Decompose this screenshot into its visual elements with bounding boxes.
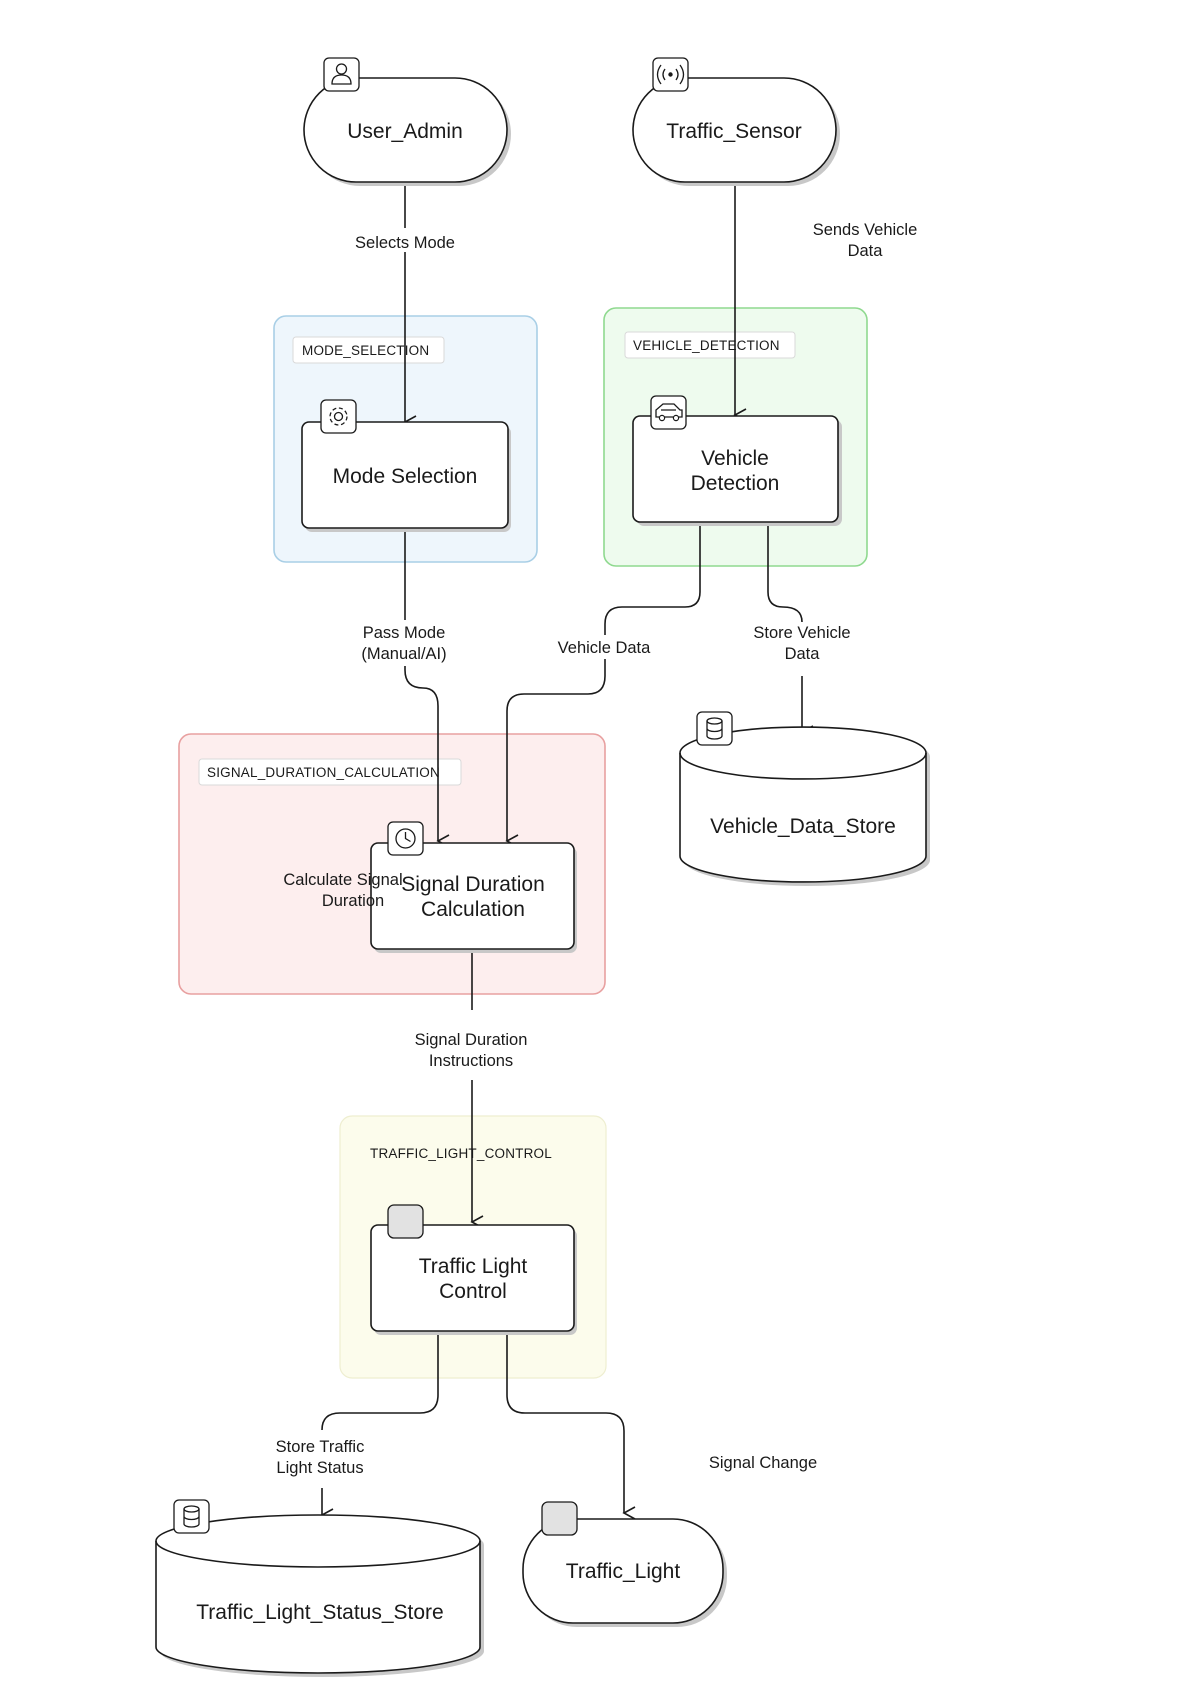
vehicle-detection-label-line2: Detection bbox=[691, 472, 780, 495]
group-tag-mode-selection: MODE_SELECTION bbox=[302, 343, 429, 358]
car-icon bbox=[650, 395, 687, 430]
traffic-light-node[interactable] bbox=[522, 1518, 724, 1624]
group-tag-box bbox=[624, 331, 796, 359]
user-admin-label: User_Admin bbox=[347, 120, 463, 143]
process-mode-selection[interactable]: Mode Selection bbox=[301, 399, 511, 532]
actor-user-admin[interactable]: User_Admin bbox=[303, 57, 511, 186]
signal-duration-label-line1: Signal Duration bbox=[401, 873, 545, 896]
group-tag-vehicle-detection: VEHICLE_DETECTION bbox=[633, 338, 780, 353]
group-tag-box bbox=[198, 758, 462, 786]
sensor-signal-icon bbox=[652, 57, 689, 92]
edge-label-store-traffic-light-status-line2: Light Status bbox=[276, 1459, 363, 1477]
edge-labels: Selects Mode Sends Vehicle Data Pass Mod… bbox=[262, 221, 917, 1480]
label-bg bbox=[400, 1027, 545, 1073]
traffic-light-control-label-line1: Traffic Light bbox=[419, 1255, 528, 1278]
blank-icon bbox=[541, 1501, 578, 1536]
blank-icon bbox=[387, 1204, 424, 1239]
user-icon bbox=[323, 57, 360, 92]
database-icon bbox=[173, 1499, 210, 1534]
signal-duration-label-line2: Calculation bbox=[421, 898, 525, 921]
process-vehicle-detection[interactable]: Vehicle Detection bbox=[632, 395, 842, 526]
vehicle-detection-node[interactable] bbox=[632, 415, 839, 523]
traffic-light-status-store-label: Traffic_Light_Status_Store bbox=[196, 1601, 443, 1624]
edge-pass-mode bbox=[404, 530, 450, 848]
edge-label-store-vehicle-data-line1: Store Vehicle bbox=[753, 624, 850, 642]
group-tag-traffic-light-control: TRAFFIC_LIGHT_CONTROL bbox=[370, 1146, 552, 1161]
edge-label-sends-vehicle-data-line2: Data bbox=[848, 242, 884, 260]
vehicle-data-store-node[interactable] bbox=[679, 726, 927, 883]
vehicle-detection-label-line1: Vehicle bbox=[701, 447, 769, 470]
traffic-light-control-node[interactable] bbox=[370, 1224, 575, 1332]
database-icon bbox=[696, 711, 733, 746]
mode-selection-node[interactable] bbox=[301, 421, 509, 529]
signal-duration-calculation-node[interactable] bbox=[370, 842, 575, 950]
traffic-sensor-node[interactable] bbox=[632, 77, 837, 183]
mode-selection-label: Mode Selection bbox=[333, 465, 478, 488]
cylinder-rim bbox=[679, 752, 927, 780]
edge-label-store-vehicle-data-line2: Data bbox=[785, 645, 821, 663]
edge-store-vehicle-data bbox=[767, 522, 803, 623]
cylinder-rim bbox=[155, 1540, 481, 1568]
traffic-light-control-label-line2: Control bbox=[439, 1280, 507, 1303]
edge-label-selects-mode: Selects Mode bbox=[355, 234, 455, 252]
edge-label-signal-duration-instructions-line2: Instructions bbox=[429, 1052, 513, 1070]
store-vehicle-data-store[interactable]: Vehicle_Data_Store bbox=[679, 711, 930, 886]
actor-traffic-light[interactable]: Traffic_Light bbox=[522, 1501, 727, 1627]
actor-traffic-sensor[interactable]: Traffic_Sensor bbox=[632, 57, 840, 186]
edge-label-sends-vehicle-data-line1: Sends Vehicle bbox=[813, 221, 918, 239]
edge-label-calculate-signal-duration-line1: Calculate Signal bbox=[283, 871, 402, 889]
edge-label-store-traffic-light-status-line1: Store Traffic bbox=[276, 1438, 365, 1456]
process-traffic-light-control[interactable]: Traffic Light Control bbox=[370, 1204, 577, 1335]
edge-label-pass-mode-line1: Pass Mode bbox=[363, 624, 446, 642]
edge-label-calculate-signal-duration-line2: Duration bbox=[322, 892, 384, 910]
label-bg bbox=[350, 620, 460, 666]
edge-label-vehicle-data: Vehicle Data bbox=[558, 639, 651, 657]
edge-label-pass-mode-line2: (Manual/AI) bbox=[361, 645, 446, 663]
clock-icon bbox=[387, 821, 424, 856]
edge-store-traffic-light-status bbox=[321, 1330, 439, 1431]
traffic-sensor-label: Traffic_Sensor bbox=[666, 120, 801, 143]
group-tag-box bbox=[292, 336, 445, 364]
edge-label-signal-duration-instructions-line1: Signal Duration bbox=[415, 1031, 528, 1049]
edge-label-signal-change: Signal Change bbox=[709, 1454, 817, 1472]
label-bg bbox=[340, 228, 470, 252]
gear-icon bbox=[320, 399, 357, 434]
user-admin-node[interactable] bbox=[303, 77, 508, 183]
edge-signal-change bbox=[506, 1330, 636, 1520]
label-bg bbox=[547, 635, 662, 659]
store-traffic-light-status-store[interactable]: Traffic_Light_Status_Store bbox=[155, 1499, 484, 1677]
label-bg bbox=[262, 1434, 380, 1480]
group-traffic-light-control-border bbox=[339, 1115, 607, 1379]
group-tag-signal-duration-calculation: SIGNAL_DURATION_CALCULATION bbox=[207, 765, 440, 780]
group-signal-duration-border bbox=[178, 733, 606, 995]
vehicle-data-store-label: Vehicle_Data_Store bbox=[710, 815, 896, 838]
traffic-light-label: Traffic_Light bbox=[566, 1560, 681, 1583]
process-signal-duration-calculation[interactable]: Signal Duration Calculation bbox=[370, 821, 577, 953]
traffic-light-status-store-node[interactable] bbox=[155, 1514, 481, 1674]
